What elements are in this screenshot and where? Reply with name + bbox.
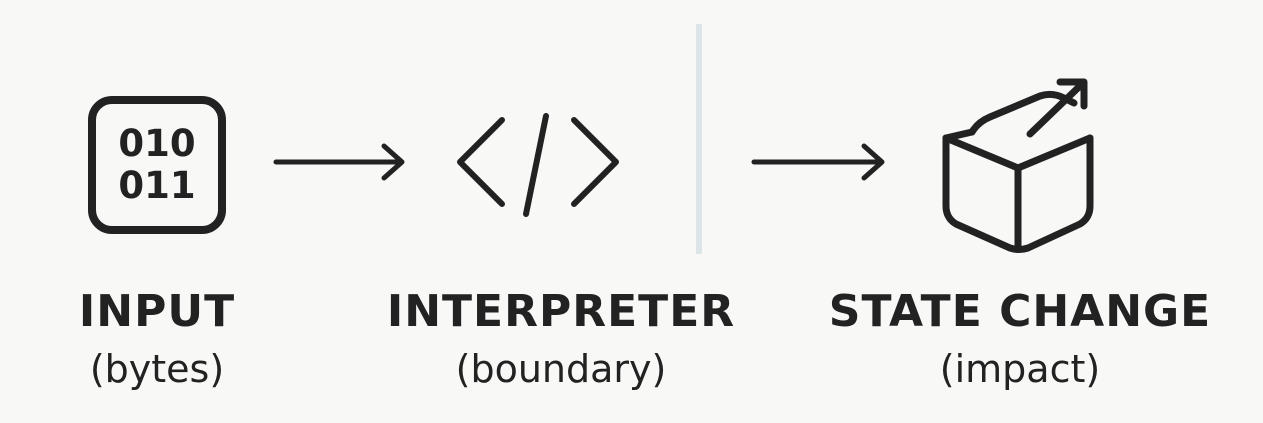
- stage-subtitle: (bytes): [89, 347, 225, 391]
- stage-subtitle: (impact): [939, 347, 1101, 391]
- arrow-right-icon: [273, 143, 405, 181]
- stage-state-change: STATE CHANGE (impact): [810, 286, 1230, 394]
- code-brackets-icon: [457, 113, 619, 217]
- stage-subtitle: (boundary): [455, 347, 667, 391]
- stage-input: INPUT (bytes): [0, 286, 367, 394]
- binary-chip-icon: 010 011: [88, 96, 226, 234]
- binary-row-1: 010: [118, 122, 195, 165]
- stage-title: INPUT: [78, 286, 236, 337]
- binary-row-2: 011: [118, 164, 195, 207]
- stage-interpreter: INTERPRETER (boundary): [351, 286, 771, 394]
- boundary-divider: [696, 24, 702, 254]
- cube-export-icon: [942, 78, 1094, 253]
- stage-title: STATE CHANGE: [828, 286, 1212, 337]
- arrow-right-icon: [751, 143, 885, 181]
- stage-title: INTERPRETER: [386, 286, 736, 337]
